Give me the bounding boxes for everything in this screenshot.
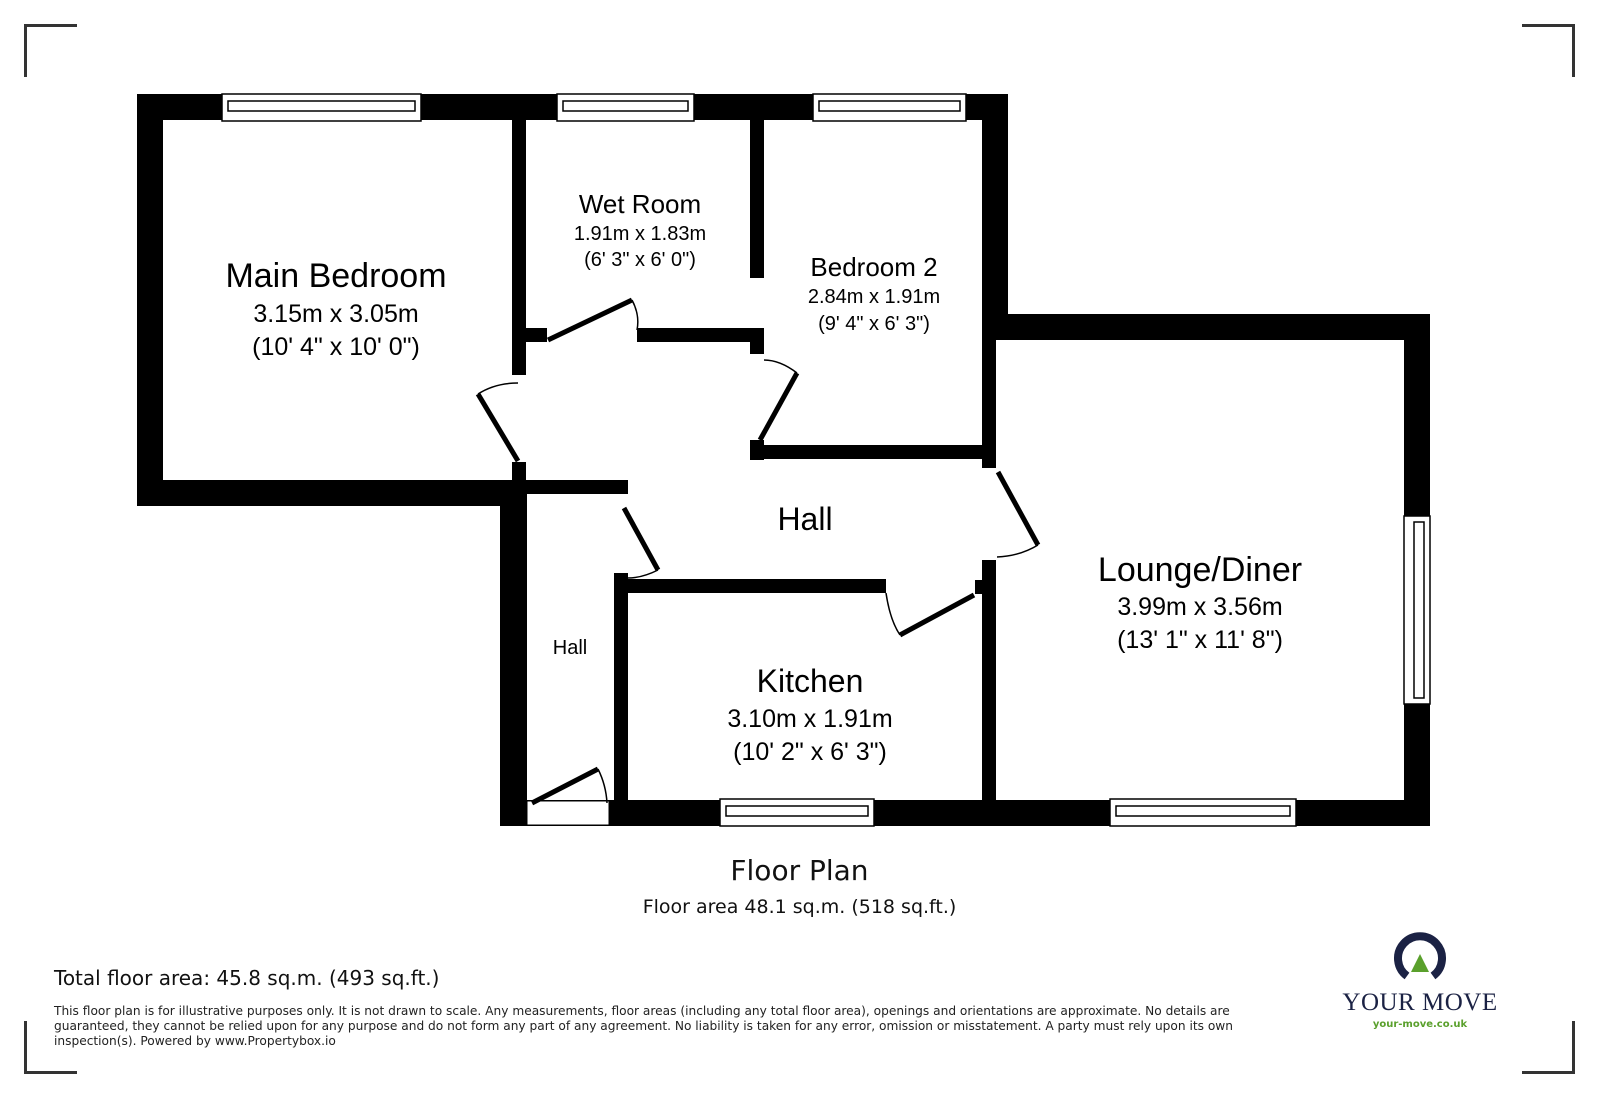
room-labels: Main Bedroom 3.15m x 3.05m (10' 4" x 10'… [225,189,1302,766]
plan-title: Floor Plan [730,854,869,887]
your-move-logo: YOUR MOVE your-move.co.uk [1330,930,1510,1030]
total-floor-area: Total floor area: 45.8 sq.m. (493 sq.ft.… [54,966,440,990]
disclaimer-text: This floor plan is for illustrative purp… [54,1004,1233,1048]
room-kitchen-metric: 3.10m x 1.91m [727,705,892,733]
crop-mark-top-left [24,24,77,77]
crop-mark-top-right [1522,24,1575,77]
room-bedroom-2-name: Bedroom 2 [810,252,937,282]
room-wet-room-name: Wet Room [579,189,701,219]
room-bedroom-2-metric: 2.84m x 1.91m [808,286,940,308]
room-kitchen-name: Kitchen [757,663,864,699]
crop-mark-bottom-left [24,1021,77,1074]
logo-ring-icon [1394,932,1446,980]
room-main-bedroom-imperial: (10' 4" x 10' 0") [252,333,420,361]
room-lounge-diner-imperial: (13' 1" x 11' 8") [1117,626,1283,654]
room-kitchen-imperial: (10' 2" x 6' 3") [733,738,887,766]
room-hall-name: Hall [777,501,832,537]
windows [221,93,1431,827]
logo-wordmark: YOUR MOVE [1342,989,1498,1016]
room-wet-room-imperial: (6' 3" x 6' 0") [584,249,696,271]
room-bedroom-2-imperial: (9' 4" x 6' 3") [818,313,930,335]
room-lounge-diner-name: Lounge/Diner [1098,551,1302,589]
plan-floor-area: Floor area 48.1 sq.m. (518 sq.ft.) [642,896,957,918]
doors [475,297,1041,806]
room-side-hall-name: Hall [553,637,587,659]
room-main-bedroom-metric: 3.15m x 3.05m [253,300,418,328]
room-main-bedroom-name: Main Bedroom [225,257,446,295]
logo-url: your-move.co.uk [1372,1019,1468,1030]
room-wet-room-metric: 1.91m x 1.83m [574,223,706,245]
room-lounge-diner-metric: 3.99m x 3.56m [1117,593,1282,621]
crop-mark-bottom-right [1522,1021,1575,1074]
